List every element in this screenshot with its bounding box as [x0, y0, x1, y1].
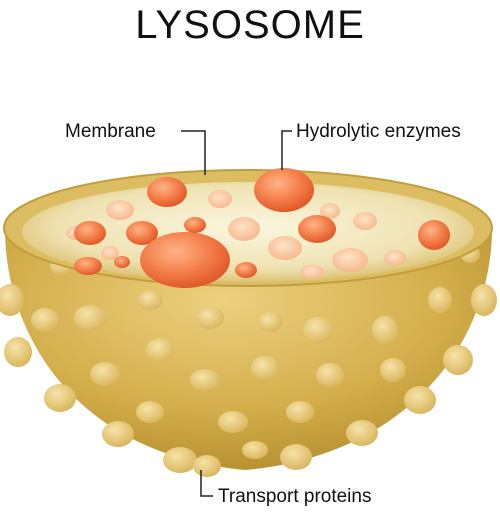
- hydrolytic-enzymes: [66, 168, 450, 288]
- hydrolytic-enzymes-label: Hydrolytic enzymes: [296, 121, 461, 142]
- diagram-title: LYSOSOME: [135, 3, 365, 47]
- membrane-body: [5, 228, 492, 470]
- membrane-leader: [181, 130, 206, 175]
- transport-leader: [200, 470, 213, 497]
- membrane-label: Membrane: [65, 121, 156, 142]
- transport-proteins: [0, 245, 497, 477]
- enzymes-leader: [281, 130, 292, 170]
- label-leaders: [181, 130, 292, 497]
- transport-proteins-label: Transport proteins: [218, 486, 372, 507]
